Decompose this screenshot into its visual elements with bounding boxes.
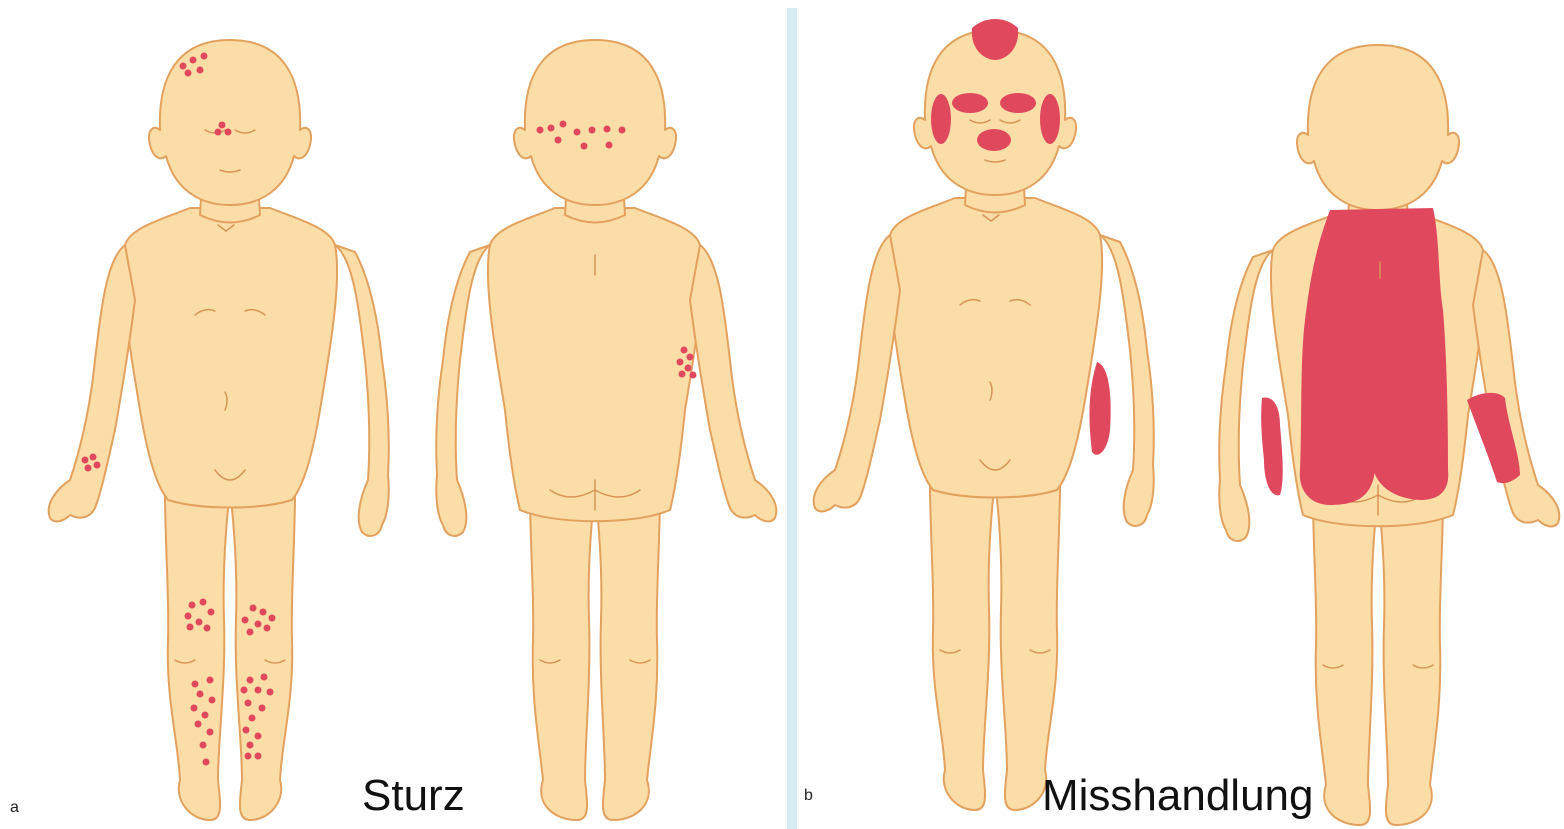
injury-area-upper-arm [1089, 362, 1110, 455]
panel-b-misshandlung: b Misshandlung [804, 19, 1559, 825]
injury-area-left-ear [931, 94, 951, 144]
panel-a-sturz: a Sturz [10, 40, 776, 820]
caption-sturz: Sturz [362, 771, 465, 820]
panel-label-b: b [804, 787, 813, 804]
injury-area-left-cheek [952, 93, 988, 113]
panel-label-a: a [10, 799, 19, 816]
child-back-figure-a [436, 40, 776, 820]
injury-area-right-cheek [1000, 93, 1036, 113]
injury-area-right-ear [1040, 94, 1060, 144]
caption-misshandlung: Misshandlung [1042, 771, 1314, 820]
panel-divider [787, 8, 797, 829]
injury-area-back [1300, 208, 1448, 505]
child-front-figure-a [49, 40, 389, 820]
injury-area-mouth [977, 129, 1011, 151]
injury-area-inner-arm [1261, 397, 1283, 495]
